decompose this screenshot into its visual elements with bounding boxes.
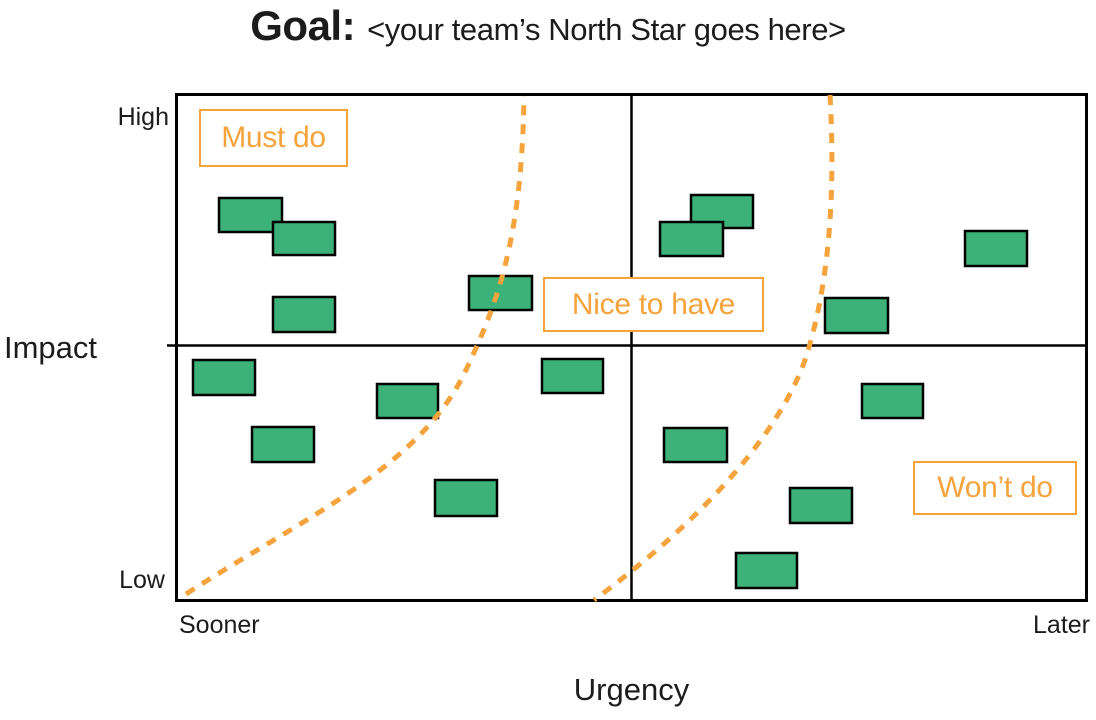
- notes-layer: [191, 193, 1029, 590]
- zone-label-must-do-text: Must do: [221, 121, 326, 154]
- sticky-note[interactable]: [271, 220, 337, 257]
- zone-label-nice-to-have[interactable]: Nice to have: [543, 277, 764, 332]
- x-axis-later-label: Later: [1033, 611, 1090, 639]
- sticky-note[interactable]: [191, 358, 257, 397]
- zone-label-nice-to-have-text: Nice to have: [571, 287, 736, 321]
- sticky-note[interactable]: [250, 425, 316, 464]
- zone-label-must-do[interactable]: Must do: [199, 109, 348, 167]
- sticky-note[interactable]: [271, 295, 337, 334]
- zone-label-wont-do[interactable]: Won’t do: [913, 461, 1077, 515]
- y-axis-low-label: Low: [119, 566, 165, 594]
- sticky-note[interactable]: [658, 220, 725, 258]
- sticky-note[interactable]: [433, 478, 499, 518]
- goal-label: Goal:: [250, 2, 356, 49]
- y-axis-high-label: High: [117, 103, 169, 131]
- page-title: Goal: <your team’s North Star goes here>: [0, 2, 1096, 50]
- sticky-note[interactable]: [823, 296, 890, 335]
- sticky-note[interactable]: [217, 196, 284, 234]
- goal-placeholder-text[interactable]: <your team’s North Star goes here>: [367, 12, 846, 47]
- sticky-note[interactable]: [662, 426, 729, 464]
- x-axis-title: Urgency: [573, 672, 690, 707]
- sticky-note[interactable]: [963, 229, 1029, 268]
- curves-layer: [184, 94, 835, 603]
- y-axis-title: Impact: [4, 330, 98, 365]
- matrix-frame: [167, 93, 1088, 602]
- sticky-note[interactable]: [788, 486, 854, 525]
- zone-label-wont-do-text: Won’t do: [937, 471, 1053, 504]
- effort-boundary-dashed-curve: [592, 94, 835, 603]
- effort-boundary-dashed-curve: [184, 95, 527, 597]
- sticky-note[interactable]: [375, 382, 440, 420]
- sticky-note[interactable]: [734, 551, 799, 590]
- sticky-note[interactable]: [860, 382, 925, 420]
- sticky-note[interactable]: [540, 357, 605, 395]
- x-axis-sooner-label: Sooner: [179, 611, 260, 639]
